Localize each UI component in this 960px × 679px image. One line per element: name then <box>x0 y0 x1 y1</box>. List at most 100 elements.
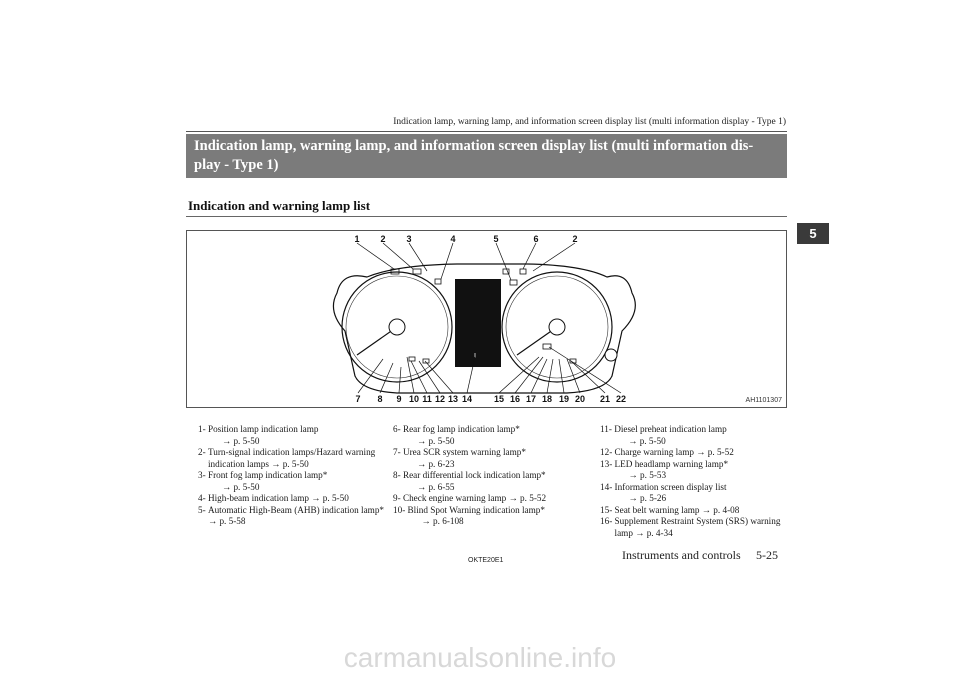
item-label: Rear fog lamp indication lamp* <box>402 424 520 434</box>
item-label: Charge warning lamp → p. 5-52 <box>614 447 734 457</box>
bottom-callout-3: 9 <box>396 394 401 404</box>
item-label: Position lamp indication lamp <box>207 424 319 434</box>
item-number: 16- <box>600 516 615 526</box>
item-number: 5- <box>198 504 208 515</box>
item-number: 10- <box>393 504 408 515</box>
item-number: 12- <box>600 447 615 457</box>
page-reference-link[interactable]: → p. 5-50 <box>221 481 260 492</box>
page-reference-link[interactable]: → p. 5-50 <box>628 435 666 446</box>
lamp-list-column-1: 1- Position lamp indication lamp→ p. 5-5… <box>198 424 388 528</box>
section-title-line1: Indication lamp, warning lamp, and infor… <box>194 138 754 154</box>
bottom-callout-16: 22 <box>616 394 626 404</box>
top-callout-6: 6 <box>533 234 538 244</box>
bottom-callout-11: 17 <box>526 394 536 404</box>
lamp-list-item: 16- Supplement Restraint System (SRS) wa… <box>600 516 790 539</box>
item-number: 2- <box>198 447 208 457</box>
lamp-list-column-2: 6- Rear fog lamp indication lamp*→ p. 5-… <box>393 424 585 528</box>
page-reference-link[interactable]: → p. 6-108 <box>421 516 464 526</box>
item-text: Diesel preheat indication lamp→ p. 5-50 <box>614 424 790 447</box>
bottom-callout-12: 18 <box>542 394 552 404</box>
item-number: 8- <box>393 470 403 480</box>
item-text: Charge warning lamp → p. 5-52 <box>615 447 790 459</box>
bottom-callout-4: 10 <box>409 394 419 404</box>
footer-section-name: Instruments and controls <box>622 548 741 562</box>
bottom-callout-6: 12 <box>435 394 445 404</box>
top-callout-5: 5 <box>493 234 498 244</box>
page-reference-link[interactable]: → p. 5-50 <box>221 435 260 446</box>
item-number: 13- <box>600 458 615 469</box>
bottom-callout-8: 14 <box>462 394 472 404</box>
item-label: Automatic High-Beam (AHB) indication lam… <box>207 504 385 527</box>
lamp-list-item: 12- Charge warning lamp → p. 5-52 <box>600 447 790 459</box>
top-callout-3: 3 <box>406 234 411 244</box>
item-text: Position lamp indication lamp→ p. 5-50 <box>208 424 388 447</box>
item-text: Front fog lamp indication lamp*→ p. 5-50 <box>208 470 388 493</box>
item-text: Automatic High-Beam (AHB) indication lam… <box>208 505 388 528</box>
item-label: Front fog lamp indication lamp* <box>207 470 328 480</box>
item-number: 15- <box>600 504 615 515</box>
item-text: LED headlamp warning lamp*→ p. 5-53 <box>615 459 790 482</box>
lamp-list-item: 4- High-beam indication lamp → p. 5-50 <box>198 493 388 505</box>
item-number: 7- <box>393 447 403 457</box>
item-text: Rear differential lock indication lamp*→… <box>403 470 585 493</box>
watermark: carmanualsonline.info <box>343 642 617 673</box>
item-text: Seat belt warning lamp → p. 4-08 <box>615 505 790 517</box>
item-number: 4- <box>198 493 208 503</box>
item-label: Information screen display list <box>614 481 727 492</box>
lamp-list-item: 14- Information screen display list→ p. … <box>600 482 790 505</box>
item-label: Seat belt warning lamp → p. 4-08 <box>614 504 740 515</box>
lamp-list-item: 13- LED headlamp warning lamp*→ p. 5-53 <box>600 459 790 482</box>
page-reference-link[interactable]: → p. 5-26 <box>628 493 667 503</box>
header-rule <box>186 131 787 132</box>
item-text: Turn-signal indication lamps/Hazard warn… <box>208 447 388 470</box>
page-reference-link[interactable]: → p. 5-50 <box>416 435 455 446</box>
item-label: Turn-signal indication lamps/Hazard warn… <box>207 447 376 469</box>
lamp-list-item: 15- Seat belt warning lamp → p. 4-08 <box>600 505 790 517</box>
item-label: Diesel preheat indication lamp <box>614 424 727 434</box>
bottom-callout-7: 13 <box>448 394 458 404</box>
subheading: Indication and warning lamp list <box>188 198 371 213</box>
figure-code: AH1101307 <box>745 397 782 404</box>
lamp-list-item: 3- Front fog lamp indication lamp*→ p. 5… <box>198 470 388 493</box>
page-reference-link[interactable]: → p. 6-55 <box>416 481 455 492</box>
lamp-list-item: 7- Urea SCR system warning lamp*→ p. 6-2… <box>393 447 585 470</box>
lamp-list-item: 10- Blind Spot Warning indication lamp*→… <box>393 505 585 528</box>
item-number: 11- <box>600 424 615 434</box>
lamp-list-item: 9- Check engine warning lamp → p. 5-52 <box>393 493 585 505</box>
page-reference-link[interactable]: → p. 5-53 <box>628 470 667 480</box>
footer-code: OKTE20E1 <box>468 557 504 564</box>
item-label: Rear differential lock indication lamp* <box>402 470 546 480</box>
item-text: High-beam indication lamp → p. 5-50 <box>208 493 388 505</box>
subheading-rule <box>186 216 787 217</box>
item-number: 1- <box>198 424 208 434</box>
top-callout-7: 2 <box>572 234 577 244</box>
bottom-callout-2: 8 <box>377 394 382 404</box>
item-text: Check engine warning lamp → p. 5-52 <box>403 493 585 505</box>
running-header: Indication lamp, warning lamp, and infor… <box>393 117 786 127</box>
item-label: Urea SCR system warning lamp* <box>402 447 526 457</box>
lamp-list-item: 2- Turn-signal indication lamps/Hazard w… <box>198 447 388 470</box>
bottom-callout-14: 20 <box>575 394 585 404</box>
page-number: 5-25 <box>756 548 778 562</box>
item-label: High-beam indication lamp → p. 5-50 <box>207 493 349 503</box>
bottom-callout-13: 19 <box>559 394 569 404</box>
item-number: 9- <box>393 493 403 503</box>
item-label: Check engine warning lamp → p. 5-52 <box>402 493 547 503</box>
lamp-list-item: 5- Automatic High-Beam (AHB) indication … <box>198 505 388 528</box>
item-text: Urea SCR system warning lamp*→ p. 6-23 <box>403 447 585 470</box>
item-label: Blind Spot Warning indication lamp* <box>407 504 545 515</box>
bottom-callout-5: 11 <box>422 394 432 404</box>
lamp-list-item: 6- Rear fog lamp indication lamp*→ p. 5-… <box>393 424 585 447</box>
lamp-list-item: 11- Diesel preheat indication lamp→ p. 5… <box>600 424 790 447</box>
lamp-list-item: 1- Position lamp indication lamp→ p. 5-5… <box>198 424 388 447</box>
item-number: 14- <box>600 481 615 492</box>
item-text: Rear fog lamp indication lamp*→ p. 5-50 <box>403 424 585 447</box>
bottom-callout-9: 15 <box>494 394 504 404</box>
item-label: LED headlamp warning lamp* <box>614 458 729 469</box>
top-callout-1: 1 <box>354 234 359 244</box>
page-reference-link[interactable]: → p. 6-23 <box>416 458 455 469</box>
lamp-list-column-3: 11- Diesel preheat indication lamp→ p. 5… <box>600 424 790 539</box>
item-label: Supplement Restraint System (SRS) warnin… <box>614 516 781 538</box>
